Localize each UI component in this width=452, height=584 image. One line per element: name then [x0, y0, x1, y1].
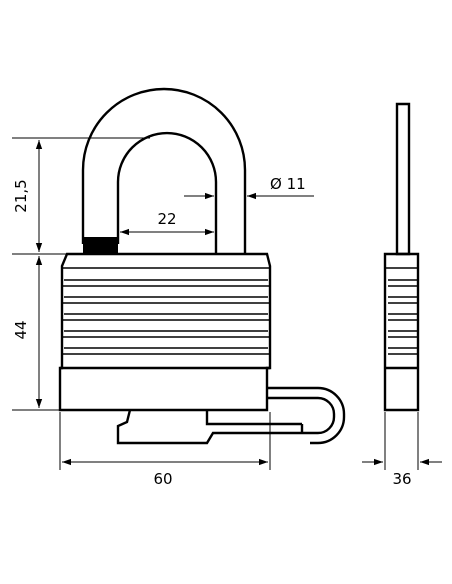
dimension-body-depth: 36 — [362, 412, 442, 488]
dimension-shackle-inner-width: 22 — [120, 210, 214, 236]
dimension-label-body-depth: 36 — [392, 470, 411, 488]
dimension-body-width: 60 — [59, 412, 271, 488]
dimension-label-shackle-diameter: Ø 11 — [270, 175, 306, 193]
dimension-label-shackle-height: 21,5 — [12, 179, 30, 212]
body-ribs — [60, 267, 270, 370]
dimension-body-height: 44 — [12, 256, 59, 411]
side-view — [383, 102, 420, 412]
dimension-shackle-height: 21,5 — [12, 137, 150, 255]
dimension-label-shackle-inner-width: 22 — [157, 210, 176, 228]
shackle — [81, 87, 247, 254]
keyhole-cover — [116, 386, 346, 445]
front-view — [58, 87, 346, 445]
side-ribs — [385, 267, 418, 370]
dimension-label-body-width: 60 — [153, 470, 172, 488]
dimension-label-body-height: 44 — [12, 320, 30, 339]
shackle-lock-pin — [83, 237, 118, 254]
dimension-shackle-diameter: Ø 11 — [184, 175, 314, 200]
padlock-body — [58, 252, 272, 412]
